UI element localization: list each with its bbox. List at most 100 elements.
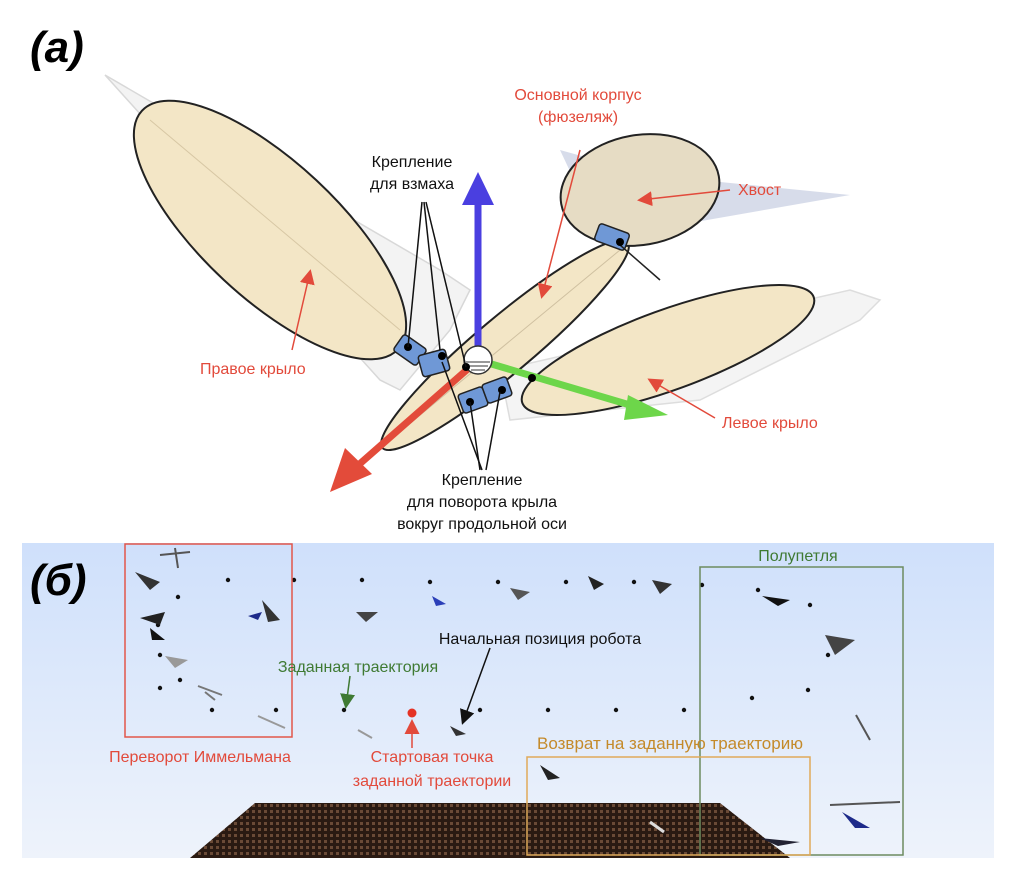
leader-flap-3 <box>425 201 467 368</box>
axis-z-head <box>462 172 494 205</box>
trajectory-point <box>427 579 433 585</box>
leader-flap-2 <box>423 201 441 351</box>
label-rotate-mount-2: для поворота крыла <box>407 494 557 511</box>
trajectory-point <box>273 707 279 713</box>
trajectory-point <box>613 707 619 713</box>
panel-b: (б) <box>22 543 994 858</box>
panel-a: (а) <box>30 23 882 533</box>
label-rotate-mount-1: Крепление <box>442 472 523 489</box>
label-flap-mount-2: для взмаха <box>370 176 454 193</box>
trajectory-point <box>175 594 181 600</box>
label-fuselage-1: Основной корпус <box>514 87 641 104</box>
origin-hatch <box>466 361 490 371</box>
trajectory-point <box>157 685 163 691</box>
robot-snapshot <box>842 812 870 828</box>
start-point-dot <box>407 708 417 718</box>
joint-dot <box>438 352 446 360</box>
leader-rotate-2 <box>441 361 483 471</box>
robot-snapshot <box>760 838 800 846</box>
axis-y-head <box>624 395 668 420</box>
trajectory-point <box>545 707 551 713</box>
robot-snapshot <box>588 576 604 590</box>
ground-grid <box>190 803 790 858</box>
joint-dot <box>616 238 624 246</box>
robot-snapshot <box>356 612 378 622</box>
robot-snapshot <box>540 765 560 780</box>
trajectory-point <box>157 652 163 658</box>
robot-snapshots <box>135 547 901 846</box>
arrow-fuselage <box>537 149 581 299</box>
fuselage-axis <box>389 249 621 441</box>
label-given-trajectory: Заданная траектория <box>278 659 438 676</box>
label-half-loop: Полупетля <box>758 548 837 565</box>
label-tail: Хвост <box>738 182 782 199</box>
axis-y <box>477 356 641 412</box>
return-box <box>526 756 811 856</box>
trajectory-point <box>225 577 231 583</box>
arrow-given-trajectory <box>340 675 356 709</box>
trajectory-point <box>209 707 215 713</box>
robot-snapshot <box>855 714 871 741</box>
robot-snapshot <box>135 572 160 590</box>
robot-snapshot <box>357 729 373 739</box>
trajectory-point <box>755 587 761 593</box>
label-immelmann: Переворот Иммельмана <box>109 749 291 766</box>
label-left-wing: Левое крыло <box>722 415 818 432</box>
leader-flap-1 <box>407 201 423 348</box>
trajectory-point <box>177 677 183 683</box>
label-robot-start: Начальная позиция робота <box>439 631 641 648</box>
right-wing <box>132 99 408 361</box>
trajectory-point <box>805 687 811 693</box>
trajectory-point <box>825 652 831 658</box>
label-rotate-mount-3: вокруг продольной оси <box>397 516 567 533</box>
tail-strut <box>619 244 661 281</box>
robot-snapshot <box>432 596 446 606</box>
axis-x <box>352 357 481 471</box>
trajectory-point <box>495 579 501 585</box>
robot-snapshot <box>150 628 165 640</box>
label-right-wing: Правое крыло <box>200 361 306 378</box>
arrow-robot-start <box>460 647 491 725</box>
panel-b-tag: (б) <box>30 556 87 605</box>
label-return: Возврат на заданную траекторию <box>537 734 803 753</box>
trajectory-point <box>681 707 687 713</box>
robot-snapshot <box>825 635 855 655</box>
trajectory-point <box>699 582 705 588</box>
robot-snapshot <box>257 715 286 729</box>
robot-snapshot <box>649 820 665 834</box>
label-start-point-1: Стартовая точка <box>371 749 494 766</box>
robot-snapshot <box>165 656 188 668</box>
trajectory-point <box>477 707 483 713</box>
trajectory-point <box>341 707 347 713</box>
arrow-right-wing <box>291 269 315 351</box>
trajectory-point <box>631 579 637 585</box>
robot-snapshot <box>450 726 466 736</box>
label-start-point-2: заданной траектории <box>353 773 511 790</box>
robot-snapshot <box>262 600 280 622</box>
trajectory-point <box>359 577 365 583</box>
arrow-tail <box>637 189 731 207</box>
axis-x-head <box>330 448 372 492</box>
panel-a-tag: (а) <box>30 23 84 72</box>
tail <box>559 133 721 247</box>
robot-snapshot <box>159 547 191 569</box>
left-wing <box>520 284 816 416</box>
label-fuselage-2: (фюзеляж) <box>538 109 618 126</box>
label-flap-mount-1: Крепление <box>372 154 453 171</box>
mount-rotate-left2 <box>481 376 513 404</box>
robot-snapshot <box>140 612 165 625</box>
right-wing-vein <box>149 119 401 331</box>
trajectory-point <box>563 579 569 585</box>
trajectory-point <box>749 695 755 701</box>
trajectory-point <box>291 577 297 583</box>
trajectory-point <box>807 602 813 608</box>
robot-snapshot <box>652 580 672 594</box>
robot-snapshot <box>197 685 223 701</box>
leader-rotate-3 <box>485 391 501 471</box>
robot-snapshot <box>510 588 530 600</box>
robot-snapshot <box>829 801 901 806</box>
robot-snapshot <box>762 596 790 606</box>
immelmann-box <box>124 543 293 738</box>
joint-dot <box>528 374 536 382</box>
